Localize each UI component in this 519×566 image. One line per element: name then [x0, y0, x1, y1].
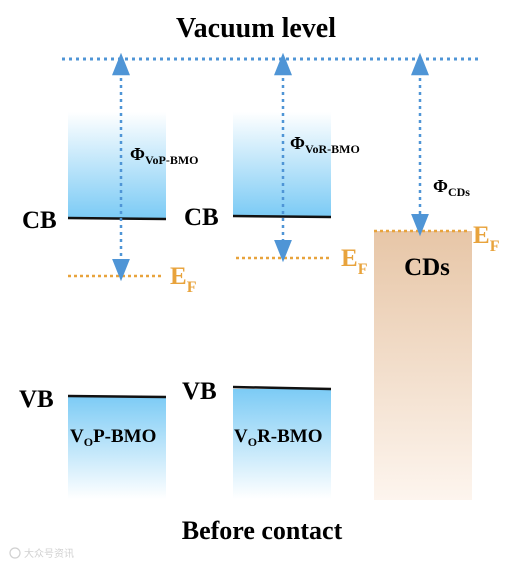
cds-ef-main: E — [473, 222, 490, 249]
vop-ef-sub: F — [187, 279, 197, 296]
vor-valence-band — [233, 389, 331, 499]
cds-name: CDs — [404, 254, 450, 281]
vor-phi-symbol: Φ — [290, 133, 305, 153]
vop-phi-sub: VoP-BMO — [145, 153, 199, 167]
vop-work-function-label: ΦVoP-BMO — [130, 144, 199, 167]
vop-cb-edge — [67, 216, 167, 221]
watermark-text: 大众号资讯 — [24, 547, 74, 560]
vop-name-prefix: V — [70, 426, 84, 447]
vor-name-suffix: R-BMO — [257, 426, 322, 447]
vop-vb-edge — [67, 394, 167, 399]
vop-material-name: VOP-BMO — [70, 426, 156, 449]
vop-vb-label: VB — [19, 386, 54, 413]
vop-valence-band — [68, 396, 166, 499]
vor-work-function-label: ΦVoR-BMO — [290, 133, 360, 156]
watermark-icon — [9, 547, 21, 559]
vor-cb-label: CB — [184, 204, 219, 231]
vor-ef-main: E — [341, 245, 358, 272]
vor-name-sub: O — [248, 435, 257, 449]
cds-phi-symbol: Φ — [433, 176, 448, 196]
vor-vb-label: VB — [182, 378, 217, 405]
vor-name-prefix: V — [234, 426, 248, 447]
vor-phi-sub: VoR-BMO — [305, 142, 360, 156]
diagram-title: Vacuum level — [176, 13, 336, 44]
vop-name-sub: O — [84, 435, 93, 449]
vop-fermi-label: EF — [170, 263, 197, 296]
cds-ef-sub: F — [490, 238, 500, 255]
cds-work-function-label: ΦCDs — [433, 176, 470, 199]
cds-band — [374, 231, 472, 500]
diagram-caption: Before contact — [182, 516, 343, 545]
watermark: 大众号资讯 — [9, 547, 74, 560]
vor-vb-edge — [232, 385, 332, 391]
vor-cb-edge — [232, 214, 332, 219]
vop-cb-label: CB — [22, 207, 57, 234]
vop-name-suffix: P-BMO — [93, 426, 156, 447]
vor-fermi-label: EF — [341, 245, 368, 278]
cds-fermi-label: EF — [473, 222, 500, 255]
vor-ef-sub: F — [358, 261, 368, 278]
vop-ef-main: E — [170, 263, 187, 290]
vop-phi-symbol: Φ — [130, 144, 145, 164]
cds-phi-sub: CDs — [448, 185, 470, 199]
vor-material-name: VOR-BMO — [234, 426, 323, 449]
